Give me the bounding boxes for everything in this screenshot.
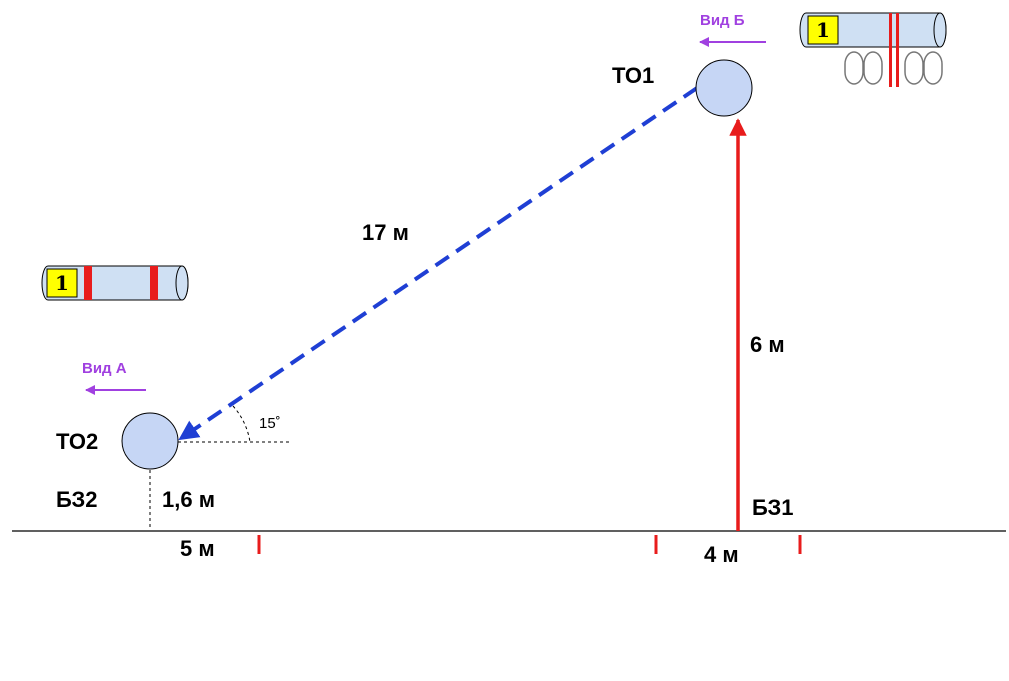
to2-circle (121, 412, 179, 470)
tag-a-stripe-2 (150, 266, 158, 300)
tag-a-number-box (46, 268, 78, 298)
label-view-a: Вид А (82, 360, 127, 377)
tag-b-number-box (807, 15, 839, 45)
label-bz1: БЗ1 (752, 495, 794, 520)
tag-a-number: 1 (55, 271, 69, 295)
label-dist-diagonal: 17 м (362, 220, 409, 245)
tag-a: 1 (41, 265, 189, 301)
tag-b-end (933, 12, 947, 48)
label-height-to2: 1,6 м (162, 487, 215, 512)
tag-a-stripe-1 (84, 266, 92, 300)
label-dist-right: 4 м (704, 542, 739, 567)
diagonal-arrow (178, 86, 699, 441)
label-view-b: Вид Б (700, 12, 745, 29)
label-to1: ТО1 (612, 63, 654, 88)
tag-b-ring-4 (923, 51, 943, 85)
tag-b-stripe-1 (889, 13, 892, 87)
label-dist-vertical: 6 м (750, 332, 785, 357)
tag-b-number: 1 (816, 18, 830, 42)
tag-b-stripe-2 (896, 13, 899, 87)
tag-b-ring-3 (904, 51, 924, 85)
tag-b-rings (844, 51, 943, 85)
tag-b: 1 (799, 12, 947, 87)
tag-a-end (175, 265, 189, 301)
to1-circle (695, 59, 753, 117)
label-angle: 15˚ (259, 415, 281, 432)
label-dist-left: 5 м (180, 536, 215, 561)
label-bz2: БЗ2 (56, 487, 98, 512)
label-to2: ТО2 (56, 429, 98, 454)
tag-b-ring-1 (844, 51, 864, 85)
angle-arc (232, 405, 251, 443)
tag-b-ring-2 (863, 51, 883, 85)
